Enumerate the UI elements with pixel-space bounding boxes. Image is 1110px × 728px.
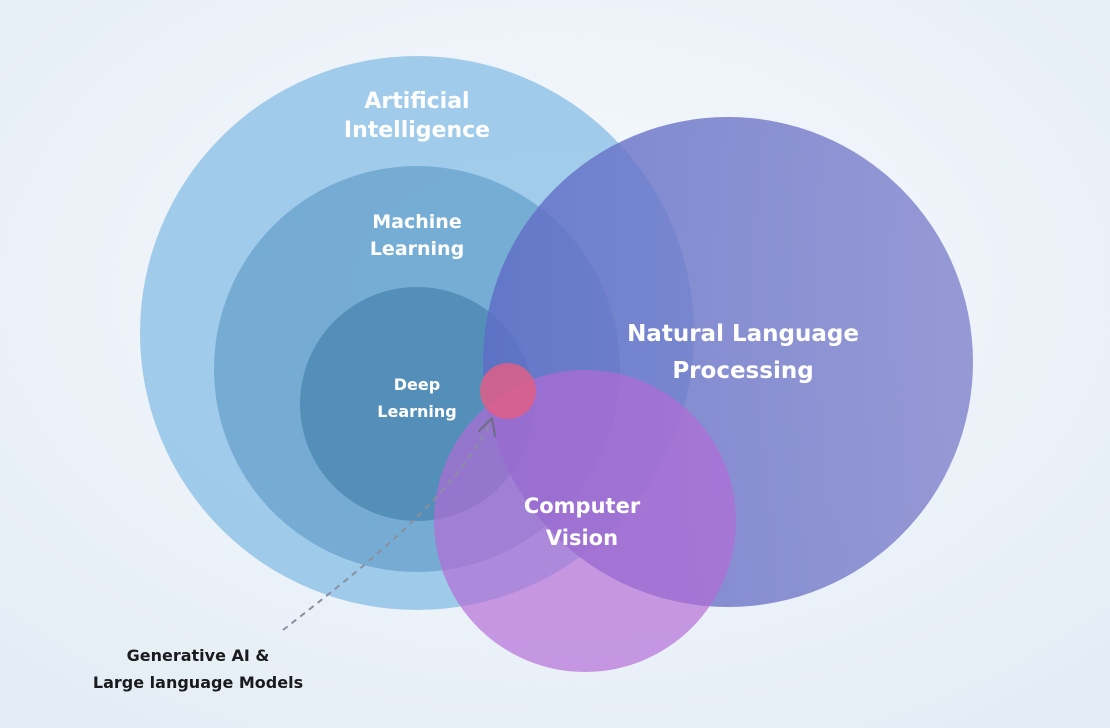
generative-ai-label-line1: Generative AI & (126, 646, 270, 665)
nlp-label-line1: Natural Language (627, 321, 859, 347)
cv-label: Computer Vision (524, 490, 640, 554)
ai-label-line2: Intelligence (343, 118, 491, 143)
pointer-arrow-head (478, 417, 496, 437)
generative-ai-label-line2: Large language Models (92, 673, 304, 692)
cv-label-line1: Computer (523, 494, 641, 518)
generative-ai-label: Generative AI & Large language Models (93, 642, 303, 696)
cv-circle (434, 370, 736, 672)
ai-label-line1: Artificial (364, 89, 470, 114)
dl-label-line2: Learning (377, 402, 457, 421)
ml-label: Machine Learning (370, 209, 464, 263)
cv-label-line2: Vision (545, 526, 619, 550)
generative-ai-circle (480, 363, 536, 419)
dl-label: Deep Learning (377, 371, 456, 425)
ml-label-line2: Learning (369, 238, 465, 260)
ml-label-line1: Machine (372, 211, 462, 233)
ai-label: Artificial Intelligence (344, 87, 490, 145)
nlp-label-line2: Processing (672, 358, 814, 384)
pointer-arrow-line (282, 423, 491, 631)
nlp-label: Natural Language Processing (627, 316, 859, 390)
dl-label-line1: Deep (393, 375, 441, 394)
